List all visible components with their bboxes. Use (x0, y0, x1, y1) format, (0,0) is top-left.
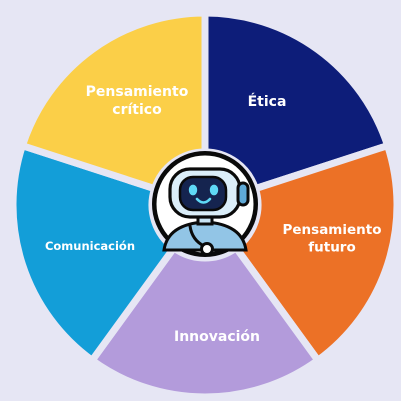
segment-label-line: Pensamiento (86, 84, 189, 100)
segment-label-line: Pensamiento (283, 222, 382, 238)
robot-icon (152, 151, 258, 257)
segment-label-line: crítico (112, 102, 162, 118)
wheel-segments (9, 9, 401, 401)
segment-label-line: Innovación (174, 329, 260, 345)
segment-comunicacion (9, 142, 178, 364)
segment-label-line: Ética (248, 93, 287, 110)
segment-pensamiento-futuro (232, 142, 401, 364)
segment-label-innovacion: Innovación (174, 329, 260, 345)
segment-label-pensamiento-futuro: Pensamiento futuro (283, 222, 382, 256)
segment-label-etica: Ética (248, 93, 287, 110)
segment-label-line: Comunicación (45, 239, 135, 253)
segment-label-comunicacion: Comunicación (45, 239, 135, 253)
segment-label-line: futuro (308, 240, 355, 256)
segment-label-pensamiento-critico: Pensamiento crítico (86, 84, 189, 118)
